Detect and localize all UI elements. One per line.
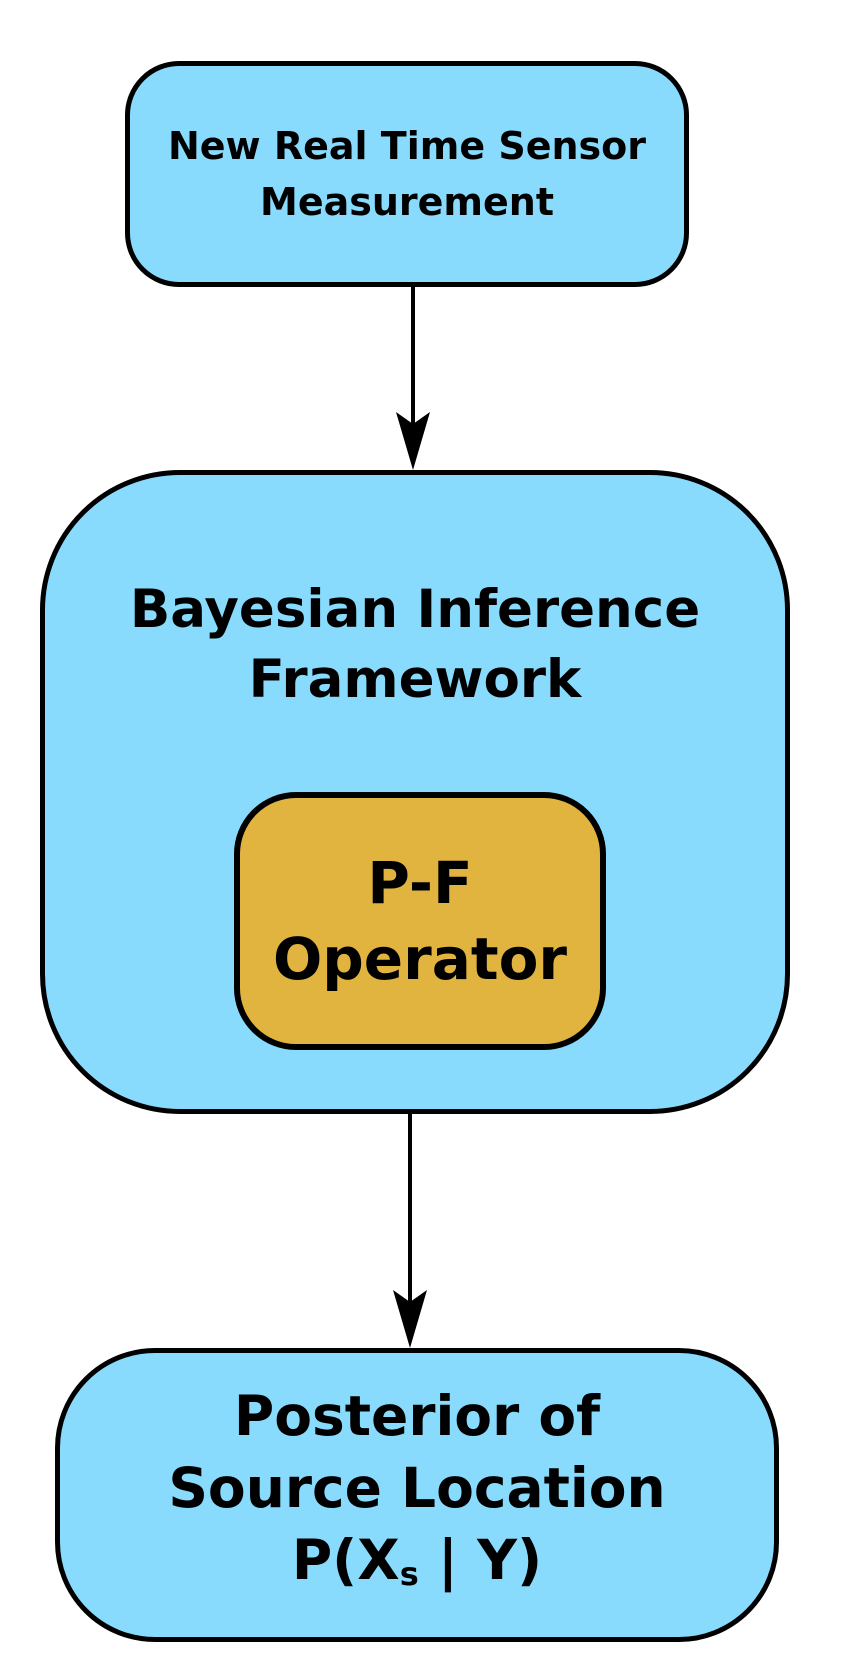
framework-label-line-2: Framework: [248, 649, 582, 710]
measurement-node: New Real Time Sensor Measurement: [125, 61, 689, 287]
arrow-measurement-to-framework: [396, 287, 430, 470]
posterior-label-line-2: Source Location: [168, 1456, 666, 1520]
formula-suffix: | Y): [418, 1528, 543, 1592]
operator-label-line-2: Operator: [272, 925, 568, 993]
arrow-framework-to-posterior: [393, 1114, 427, 1348]
operator-node: P-F Operator: [234, 792, 606, 1050]
posterior-label-line-1: Posterior of: [233, 1384, 601, 1448]
posterior-node: Posterior of Source Location P(Xs | Y): [55, 1348, 779, 1642]
operator-label-line-1: P-F: [367, 849, 473, 917]
measurement-label-line-2: Measurement: [260, 180, 554, 224]
formula-subscript: s: [399, 1555, 419, 1593]
measurement-label-line-1: New Real Time Sensor: [167, 124, 647, 168]
posterior-formula: P(Xs | Y): [292, 1524, 542, 1610]
framework-label-line-1: Bayesian Inference: [129, 579, 701, 640]
framework-title: Bayesian Inference Framework: [130, 575, 700, 715]
formula-prefix: P(X: [291, 1528, 400, 1592]
